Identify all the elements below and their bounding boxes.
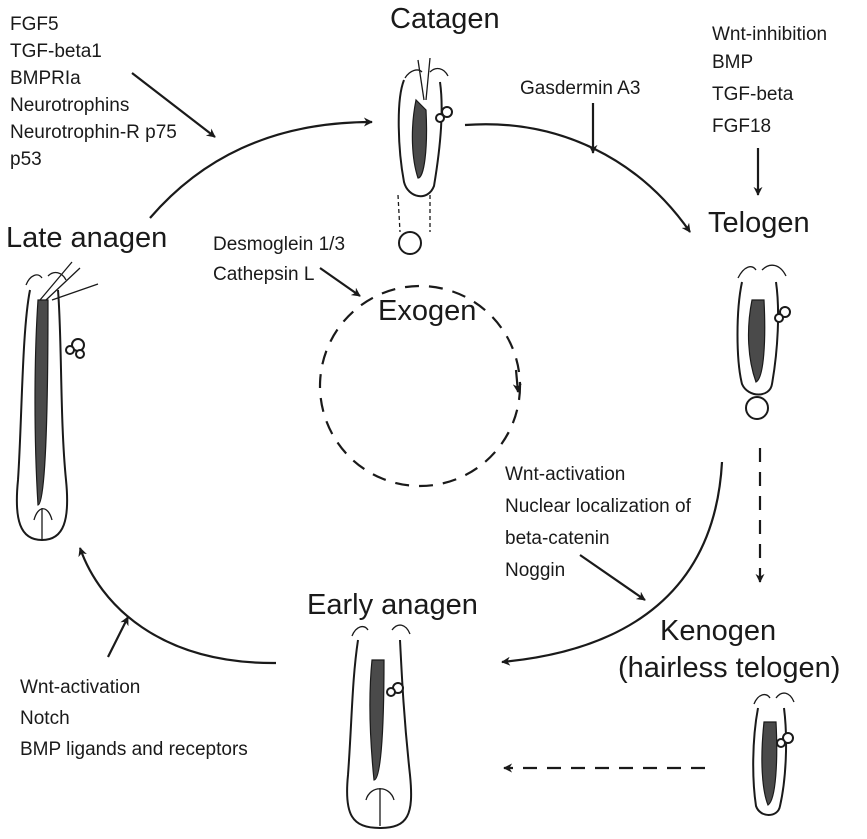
arc-late-anagen-to-catagen — [149, 117, 373, 219]
pointer-early-to-late — [107, 616, 129, 658]
regulators-telogen-to-anagen: Wnt-activation Nuclear localization of b… — [505, 464, 692, 581]
regulator-item: Cathepsin L — [213, 264, 314, 285]
regulator-item: Wnt-inhibition — [712, 24, 827, 45]
pointer-anagen-activation — [579, 554, 646, 601]
regulator-item: Gasdermin A3 — [520, 78, 640, 99]
regulators-early-to-late: Wnt-activation Notch BMP ligands and rec… — [20, 677, 248, 760]
regulator-item: BMP — [712, 52, 753, 73]
stage-label-kenogen: Kenogen — [660, 615, 776, 647]
regulator-item: Desmoglein 1/3 — [213, 234, 345, 255]
regulator-item: Neurotrophin-R p75 — [10, 122, 177, 143]
regulator-item: FGF18 — [712, 116, 771, 137]
regulator-item: Wnt-activation — [505, 464, 625, 485]
regulator-item: Nuclear localization of — [505, 496, 692, 517]
regulator-item: TGF-beta1 — [10, 41, 102, 62]
regulator-item: p53 — [10, 149, 42, 170]
regulator-item: TGF-beta — [712, 84, 794, 105]
regulator-item: beta-catenin — [505, 528, 610, 549]
regulators-catagen-to-telogen: Gasdermin A3 — [520, 78, 640, 99]
regulators-late-to-catagen: FGF5 TGF-beta1 BMPRIa Neurotrophins Neur… — [10, 14, 177, 170]
telogen-follicle-illustration — [736, 264, 791, 420]
arc-early-anagen-to-late-anagen — [78, 547, 277, 665]
stage-label-catagen: Catagen — [390, 3, 500, 35]
regulators-exogen: Desmoglein 1/3 Cathepsin L — [213, 234, 345, 285]
pointer-late-to-catagen — [131, 72, 216, 138]
kenogen-follicle-illustration — [752, 692, 795, 816]
late-anagen-follicle-illustration — [15, 261, 99, 542]
stage-label-telogen: Telogen — [708, 207, 810, 239]
pointer-exogen — [319, 267, 361, 297]
regulators-telogen-inhibition: Wnt-inhibition BMP TGF-beta FGF18 — [712, 24, 827, 137]
early-anagen-follicle-illustration — [346, 624, 413, 830]
regulator-item: Noggin — [505, 560, 565, 581]
regulator-item: Wnt-activation — [20, 677, 140, 698]
exogen-arrow-head — [512, 369, 522, 393]
regulator-item: Neurotrophins — [10, 95, 129, 116]
regulator-item: FGF5 — [10, 14, 59, 35]
arc-telogen-to-early-anagen — [501, 461, 724, 666]
regulator-item: Notch — [20, 708, 70, 729]
regulator-item: BMPRIa — [10, 68, 81, 89]
regulator-item: BMP ligands and receptors — [20, 739, 248, 760]
stage-label-late-anagen: Late anagen — [6, 222, 167, 254]
stage-label-exogen: Exogen — [378, 295, 476, 327]
arc-catagen-to-telogen — [464, 123, 691, 233]
stage-label-early-anagen: Early anagen — [307, 589, 478, 621]
catagen-follicle-illustration — [397, 57, 453, 255]
stage-label-kenogen-sub: (hairless telogen) — [618, 652, 840, 684]
